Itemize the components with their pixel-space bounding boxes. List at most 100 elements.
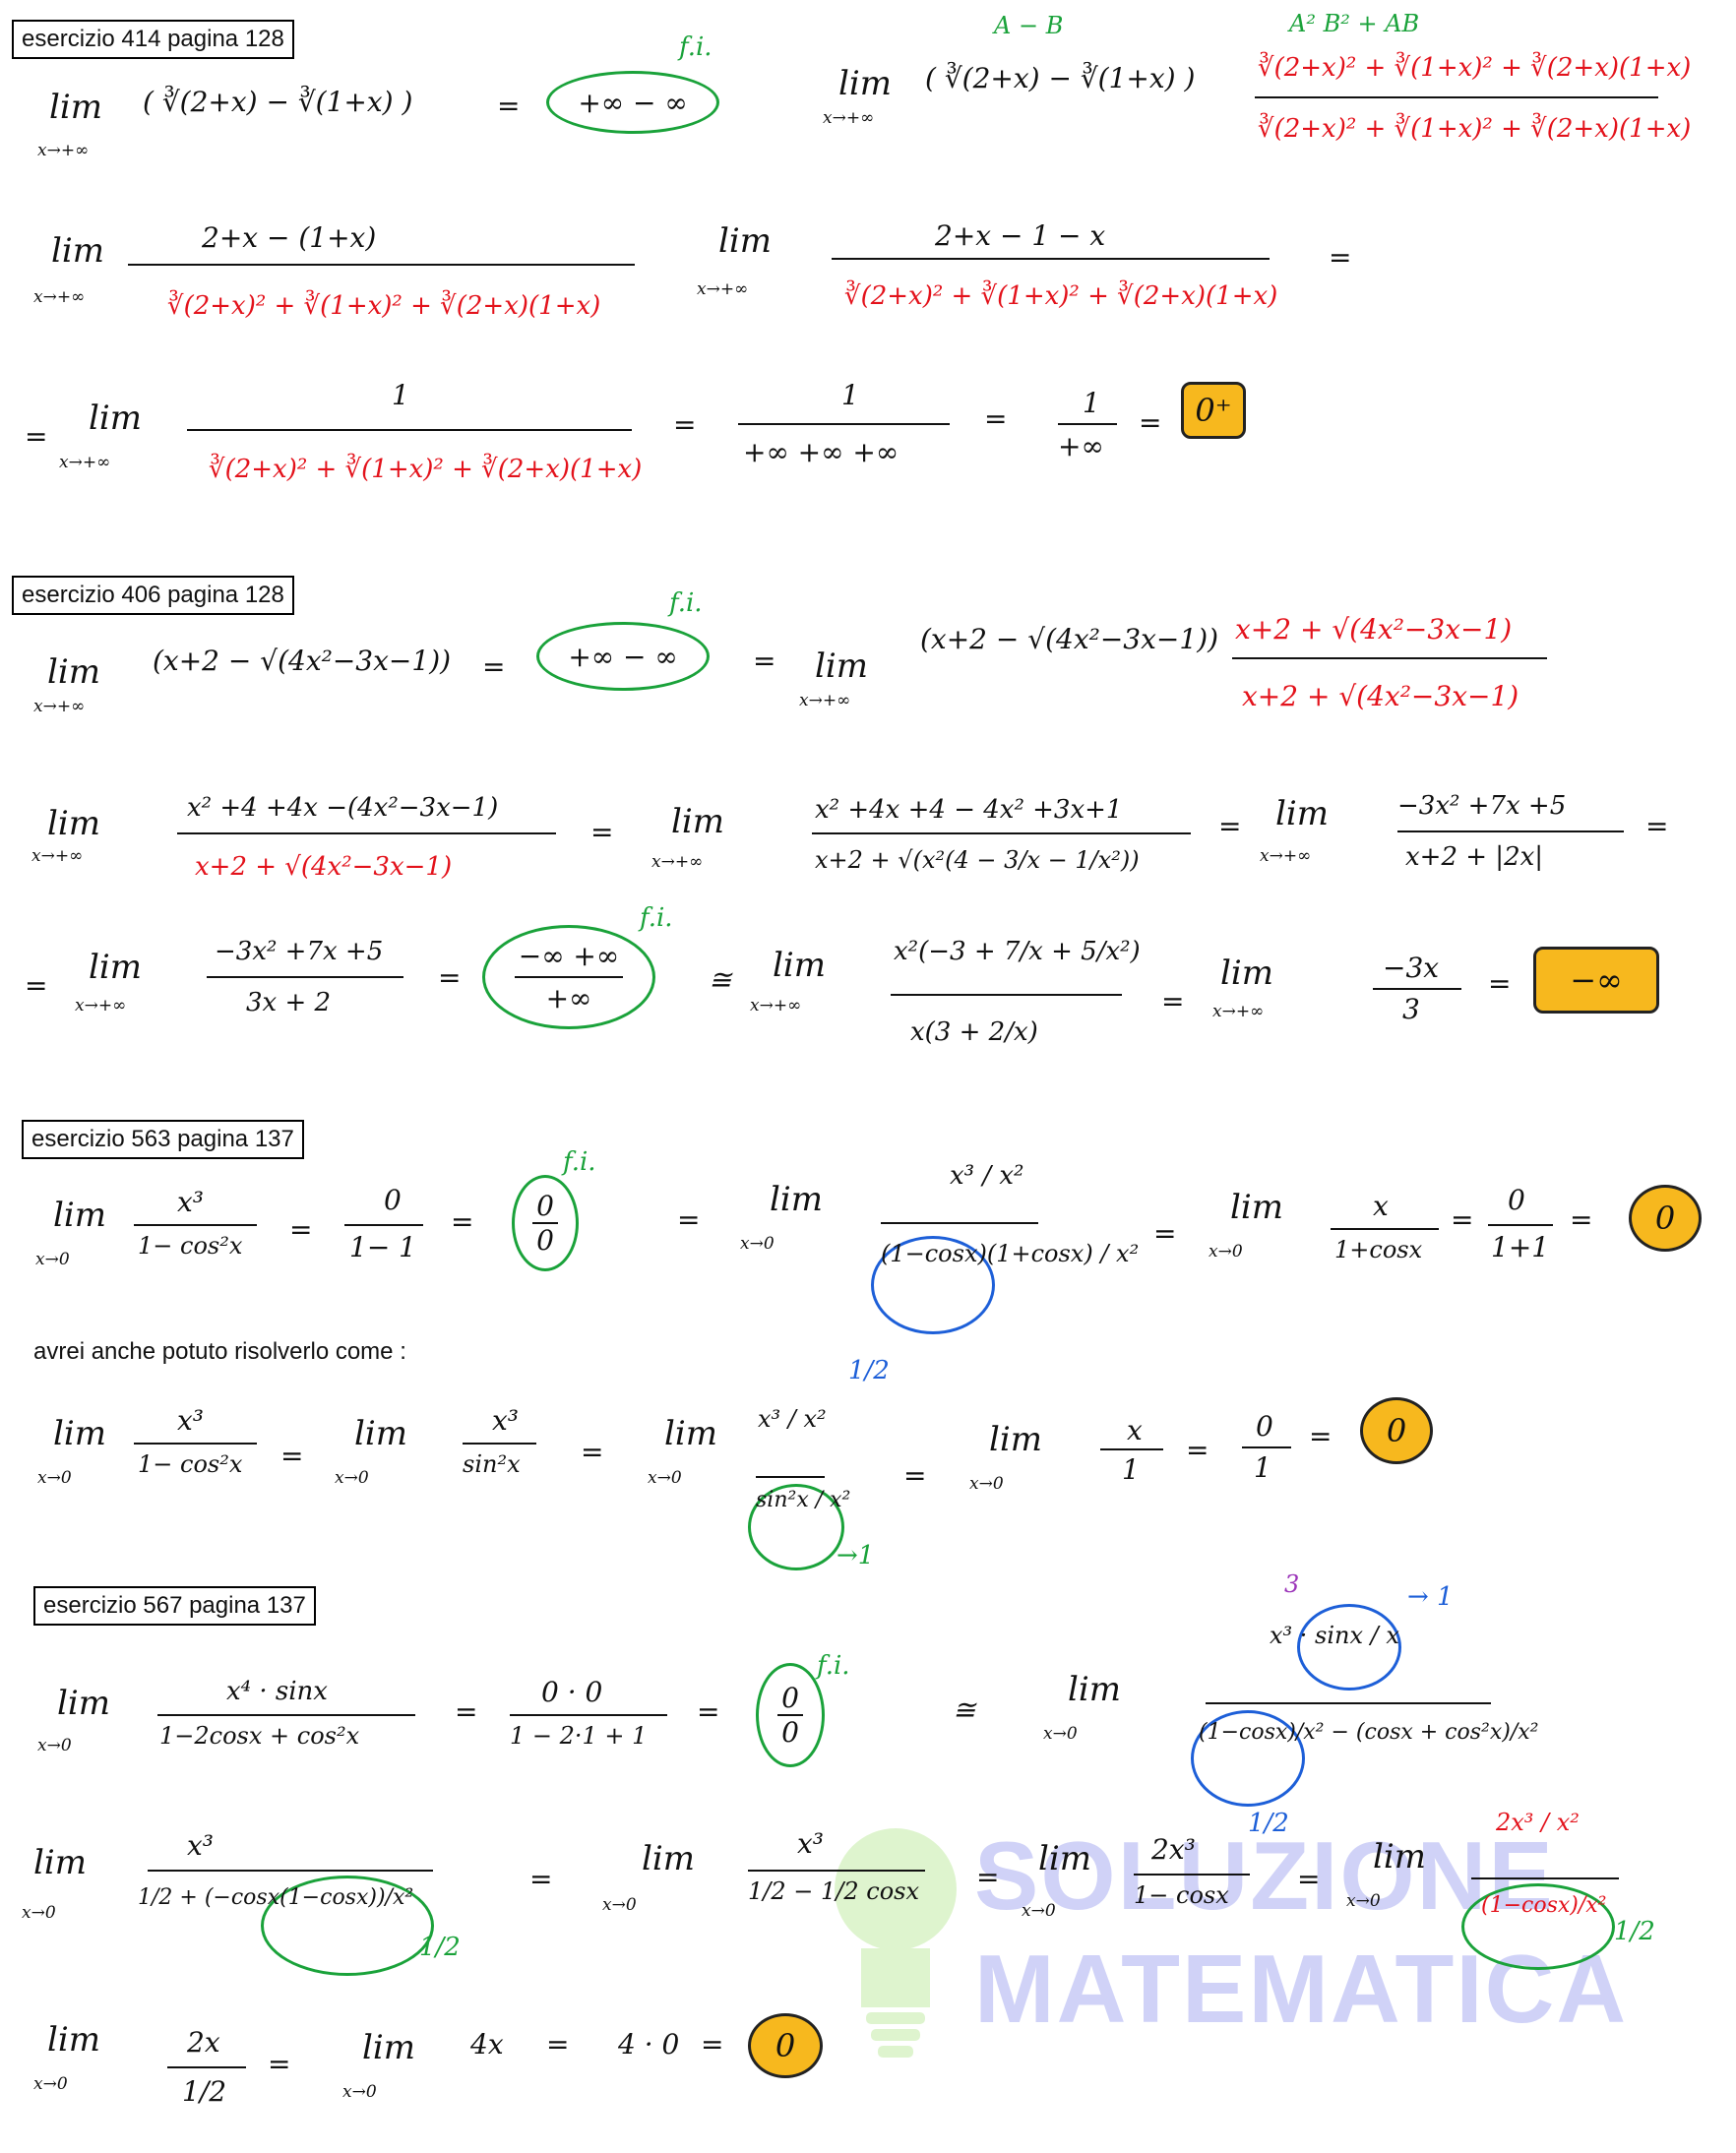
ab-labels: A − B <box>994 12 1064 39</box>
ex563-num3: x <box>1373 1190 1389 1222</box>
ex406-indeterminate-circle-2: −∞ +∞ +∞ <box>482 925 655 1029</box>
ex406-num6: −3x <box>1383 952 1440 984</box>
blue-circle <box>1191 1710 1305 1807</box>
equals-sign: = <box>289 1213 313 1246</box>
three-annotation: 3 <box>1284 1570 1300 1598</box>
fraction-line <box>891 994 1122 996</box>
result-circle: 0 <box>1360 1397 1433 1464</box>
fraction-line <box>157 1714 415 1716</box>
ex414-den3: ∛(2+x)² + ∛(1+x)² + ∛(2+x)(1+x) <box>844 281 1278 311</box>
lim-symbol: lim <box>89 399 142 438</box>
ex567-den3: 1/2 + (−cosx(1−cosx))/x² <box>138 1885 414 1910</box>
lim-symbol: lim <box>1275 794 1329 833</box>
ex406-indet2-num: −∞ +∞ <box>518 940 620 972</box>
half-annotation: 1/2 <box>419 1933 461 1962</box>
equals-sign: = <box>581 1436 604 1468</box>
ab2-labels: A² B² + AB <box>1289 10 1420 37</box>
fraction-line <box>1134 1874 1250 1876</box>
equals-sign: = <box>697 1695 720 1728</box>
result-circle: 0 <box>748 2013 823 2078</box>
ex567-zero-dot-zero: 0 · 0 <box>541 1676 603 1708</box>
lim-subscript: x→0 <box>602 1895 637 1915</box>
lim-subscript: x→0 <box>37 1736 72 1755</box>
ex567-den4: 1/2 − 1/2 cosx <box>748 1877 919 1905</box>
ex414-den4: ∛(2+x)² + ∛(1+x)² + ∛(2+x)(1+x) <box>209 455 643 484</box>
half-annotation: 1/2 <box>1248 1809 1289 1838</box>
fraction-line <box>1232 657 1547 659</box>
ex567-num5: 2x³ <box>1151 1833 1196 1866</box>
approx-sign: ≅ <box>709 963 732 996</box>
ex567-four-zero: 4 · 0 <box>618 2028 680 2061</box>
equals-sign: = <box>1329 241 1352 274</box>
ex563-indet-num: 0 <box>536 1190 554 1222</box>
lim-subscript: x→0 <box>1346 1891 1381 1911</box>
lim-symbol: lim <box>718 221 772 261</box>
equals-sign: = <box>546 2028 570 2061</box>
fraction-line <box>134 1224 257 1226</box>
ex563-num: x³ <box>177 1186 205 1218</box>
ex563-den2: (1−cosx)(1+cosx) / x² <box>881 1240 1140 1267</box>
fi-label: f.i. <box>679 32 713 62</box>
lim-symbol: lim <box>989 1420 1042 1459</box>
equals-sign: = <box>482 650 506 683</box>
fraction-line <box>510 1714 667 1716</box>
equals-sign: = <box>984 402 1008 435</box>
ex567-num4: x³ <box>797 1827 825 1860</box>
one-plus-one: 1+1 <box>1491 1231 1550 1263</box>
equals-sign: = <box>673 408 697 441</box>
ex406-den4: 3x + 2 <box>246 988 332 1017</box>
lim-symbol: lim <box>33 1843 87 1882</box>
fraction-line <box>1255 96 1658 98</box>
lim-symbol: lim <box>47 2020 100 2060</box>
ex567-num3: x³ <box>187 1829 215 1862</box>
exercise-label-563: esercizio 563 pagina 137 <box>22 1120 304 1159</box>
ex414-den-inf: +∞ +∞ +∞ <box>743 436 899 468</box>
fi-label: f.i. <box>640 903 673 933</box>
lim-symbol: lim <box>664 1414 717 1453</box>
fraction-line <box>1100 1448 1163 1450</box>
conjugate-numerator: ∛(2+x)² + ∛(1+x)² + ∛(2+x)(1+x) <box>1258 53 1692 83</box>
equals-sign: = <box>1161 985 1185 1017</box>
exercise-label-567: esercizio 567 pagina 137 <box>33 1586 316 1626</box>
lim-subscript: x→+∞ <box>31 846 84 866</box>
fraction-line <box>756 1476 825 1478</box>
lim-symbol: lim <box>53 1196 106 1235</box>
equals-sign: = <box>451 1205 474 1238</box>
ex414-num3: 2+x − 1 − x <box>935 219 1106 252</box>
lim-subscript: x→+∞ <box>1260 846 1312 866</box>
fraction-line <box>832 258 1270 260</box>
lim-symbol: lim <box>47 804 100 843</box>
equals-sign: = <box>25 969 48 1002</box>
ex414-num2: 2+x − (1+x) <box>202 221 377 254</box>
ex563-num2: x³ / x² <box>950 1161 1024 1191</box>
conjugate-denominator: ∛(2+x)² + ∛(1+x)² + ∛(2+x)(1+x) <box>1258 114 1692 144</box>
lim-symbol: lim <box>362 2028 415 2067</box>
green-circle <box>748 1484 844 1570</box>
lim-subscript: x→0 <box>342 2082 377 2102</box>
blue-circle <box>1297 1604 1401 1691</box>
exercise-label-414: esercizio 414 pagina 128 <box>12 20 294 59</box>
fraction-line <box>463 1443 536 1445</box>
fraction-line <box>532 1222 558 1224</box>
ex567-indeterminate-circle: 0 0 <box>756 1663 825 1767</box>
ex567-den: 1−2cosx + cos²x <box>159 1722 360 1750</box>
fraction-line <box>1488 1224 1553 1226</box>
lim-subscript: x→0 <box>33 2074 68 2094</box>
lim-symbol: lim <box>1230 1188 1283 1227</box>
equals-sign: = <box>268 2048 291 2080</box>
ex567-num6: 2x³ / x² <box>1496 1809 1580 1836</box>
equals-sign: = <box>280 1440 304 1472</box>
lim-subscript: x→0 <box>648 1468 682 1488</box>
lim-symbol: lim <box>671 802 724 841</box>
lim-subscript: x→+∞ <box>651 852 704 872</box>
ex406-num4: −3x² +7x +5 <box>215 937 384 966</box>
ex414-indeterminate-circle: +∞ − ∞ <box>546 71 719 134</box>
ex567-den7: 1/2 <box>182 2075 227 2108</box>
lim-symbol: lim <box>47 652 100 692</box>
equals-sign: = <box>976 1861 1000 1893</box>
ex406-conj-num: x+2 + √(4x²−3x−1) <box>1235 613 1513 646</box>
lim-symbol: lim <box>49 88 102 127</box>
lim-subscript: x→+∞ <box>750 996 802 1015</box>
arrow-one-annotation: → 1 <box>1407 1582 1454 1612</box>
result-circle: 0 <box>1629 1185 1702 1252</box>
